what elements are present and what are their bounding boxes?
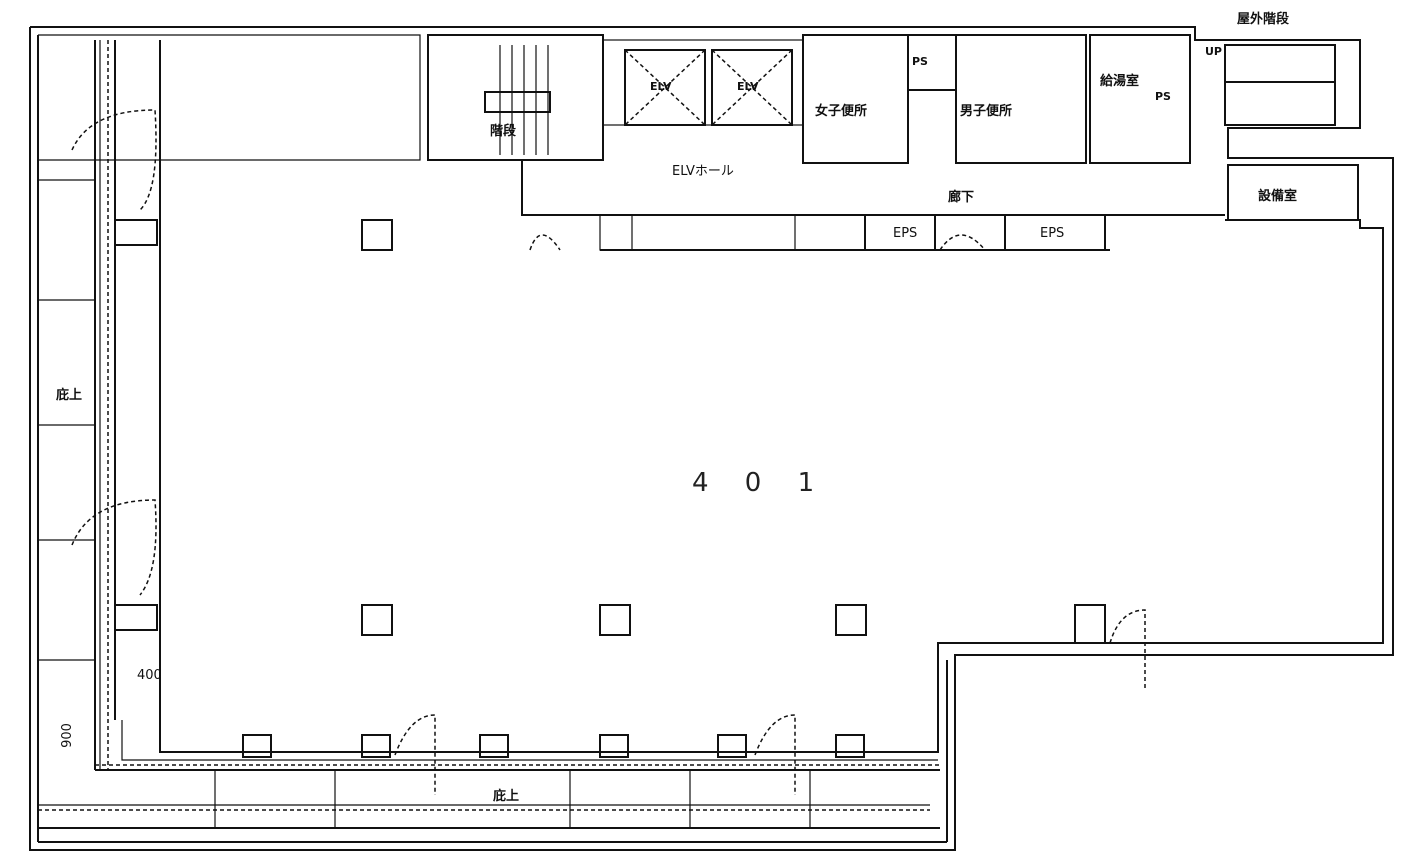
corridor-label: 廊下 — [948, 190, 975, 205]
dimension-400: 400 — [137, 668, 162, 683]
eps-2-label: EPS — [1040, 226, 1065, 241]
outdoor-stairs-label: 屋外階段 — [1237, 12, 1290, 27]
canopy-left-label: 庇上 — [56, 388, 83, 403]
outer-wall — [29, 26, 1394, 851]
equipment-room-label: 設備室 — [1258, 189, 1298, 204]
eps-1-label: EPS — [893, 226, 918, 241]
pantry-label: 給湯室 — [1100, 74, 1140, 89]
outer-wall-inner — [38, 34, 421, 161]
up-label: UP — [1205, 45, 1222, 58]
dimension-900: 900 — [59, 723, 75, 748]
stairs-label: 階段 — [490, 124, 517, 139]
canopy-bottom-label: 庇上 — [493, 789, 520, 804]
womens-toilet-label: 女子便所 — [815, 104, 868, 119]
mens-toilet-label: 男子便所 — [960, 104, 1013, 119]
elevator-1-label: ELV — [650, 80, 672, 93]
ps-label: PS — [912, 55, 928, 68]
ps-vertical-label: PS — [1155, 90, 1171, 103]
elevator-2-label: ELV — [737, 80, 759, 93]
unit-number-401: 4 0 1 — [692, 468, 829, 498]
elevator-hall-label: ELVホール — [672, 164, 734, 179]
